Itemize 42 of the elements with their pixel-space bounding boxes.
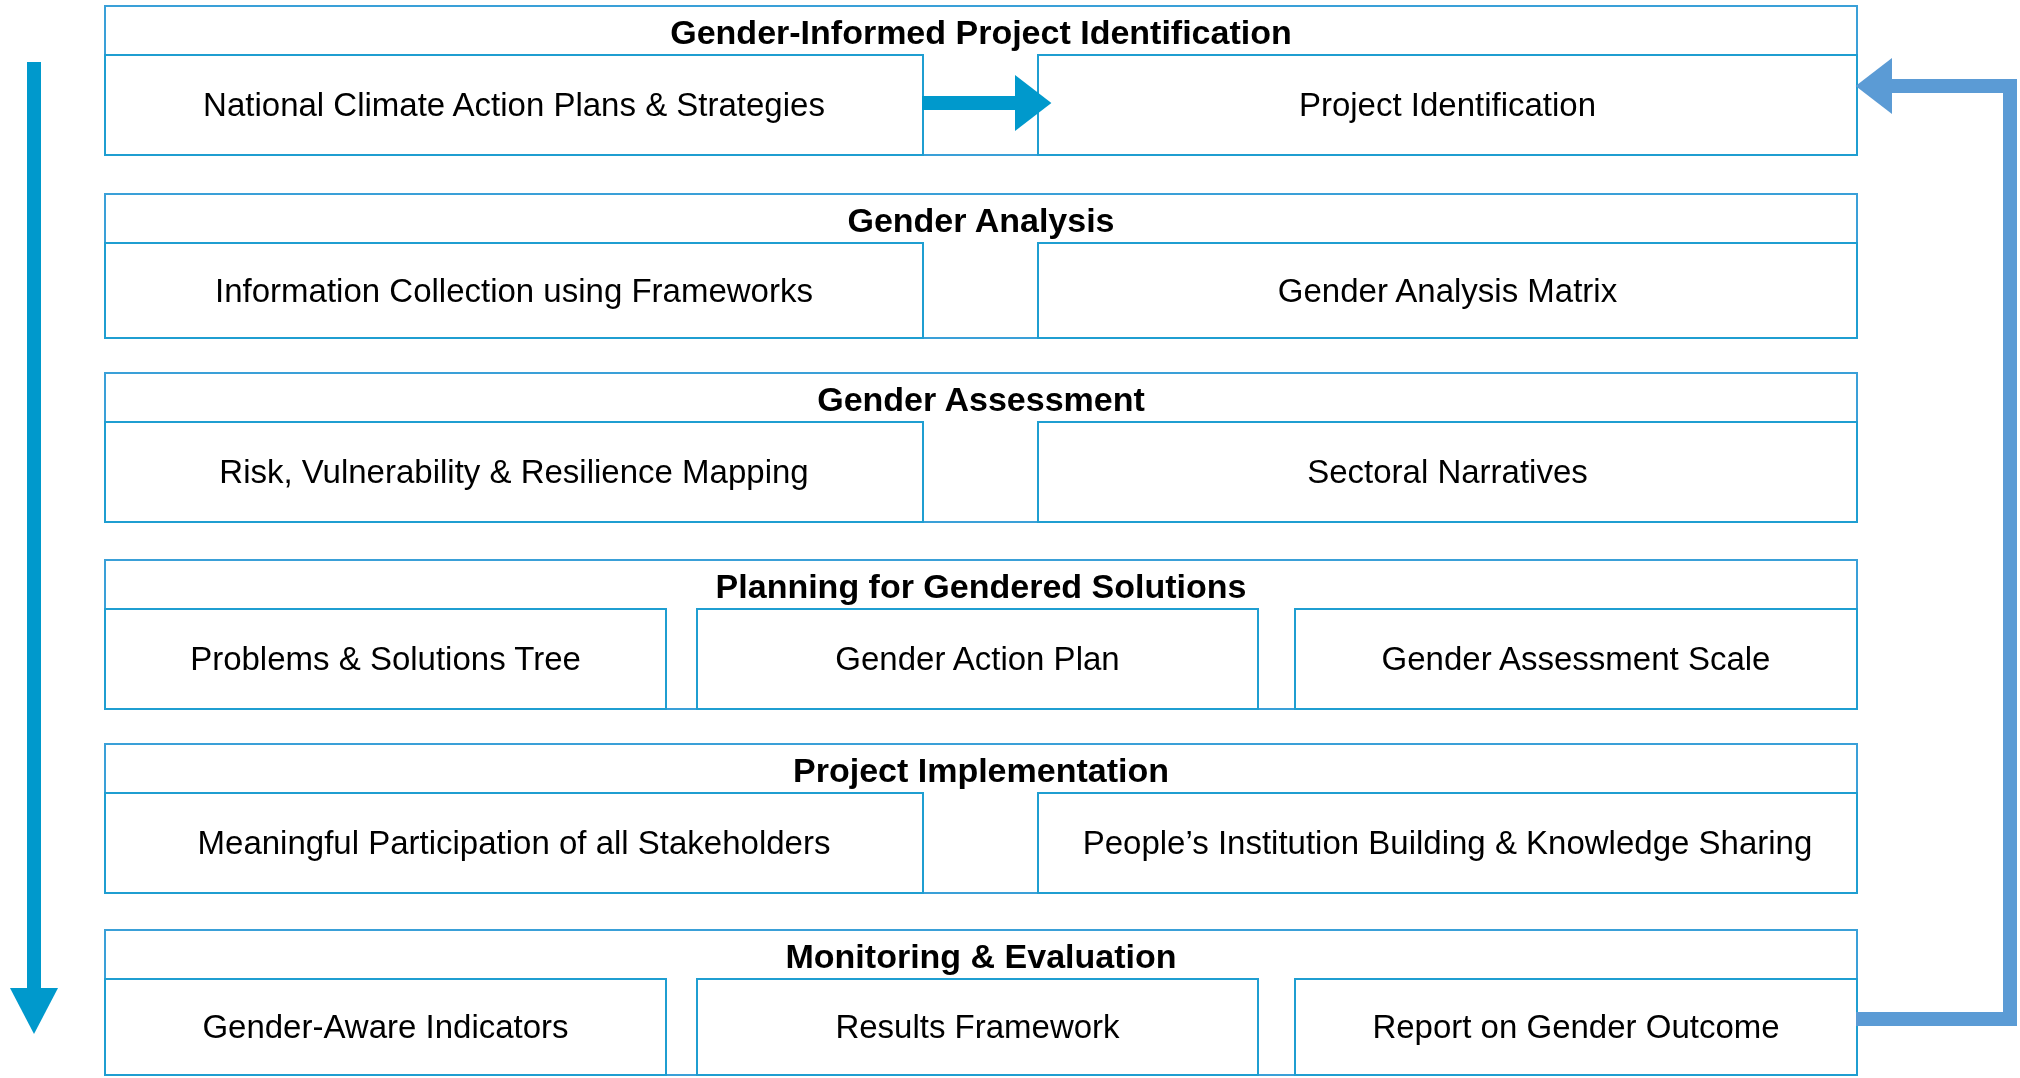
step-label: Problems & Solutions Tree	[190, 639, 581, 680]
stage-panel	[104, 929, 1858, 1076]
step-box	[696, 608, 1259, 710]
step-label: Gender Action Plan	[835, 639, 1120, 680]
step-label: Sectoral Narratives	[1307, 452, 1588, 493]
step-box	[1294, 608, 1858, 710]
step-box	[1037, 421, 1858, 523]
step-box	[1037, 54, 1858, 156]
step-box	[1037, 242, 1858, 339]
step-box	[104, 54, 924, 156]
step-label: Report on Gender Outcome	[1372, 1007, 1780, 1048]
step-label: People’s Institution Building & Knowledge Sharing	[1082, 823, 1813, 864]
step-box	[1037, 792, 1858, 894]
step-box	[104, 978, 667, 1076]
step-label: Information Collection using Frameworks	[215, 270, 813, 311]
step-label: National Climate Action Plans & Strategies	[203, 85, 825, 126]
stage-panel	[104, 372, 1858, 523]
step-box	[104, 421, 924, 523]
step-box	[104, 242, 924, 339]
step-box	[1294, 978, 1858, 1076]
arrow	[1855, 58, 2017, 1026]
step-label: Gender-Aware Indicators	[202, 1007, 569, 1048]
step-label: Meaningful Participation of all Stakeholders	[197, 823, 831, 864]
step-box	[104, 608, 667, 710]
stage-panel	[104, 559, 1858, 710]
step-label: Gender Analysis Matrix	[1277, 270, 1618, 311]
stage-title: Gender-Informed Project Identification	[670, 14, 1292, 49]
stage-panel	[104, 743, 1858, 894]
stage-title: Planning for Gendered Solutions	[715, 568, 1247, 603]
step-label: Gender Assessment Scale	[1381, 639, 1771, 680]
stage-panel	[104, 193, 1858, 339]
stage-title: Project Implementation	[793, 752, 1169, 787]
stage-panel	[104, 5, 1858, 156]
step-label: Risk, Vulnerability & Resilience Mapping	[219, 452, 809, 493]
step-label: Results Framework	[835, 1007, 1120, 1048]
step-box	[696, 978, 1259, 1076]
stage-title: Gender Assessment	[817, 381, 1145, 416]
stage-title: Monitoring & Evaluation	[785, 938, 1177, 973]
step-label: Project Identification	[1298, 85, 1597, 126]
step-box	[104, 792, 924, 894]
arrow	[922, 75, 1052, 131]
stage-title: Gender Analysis	[847, 202, 1115, 237]
